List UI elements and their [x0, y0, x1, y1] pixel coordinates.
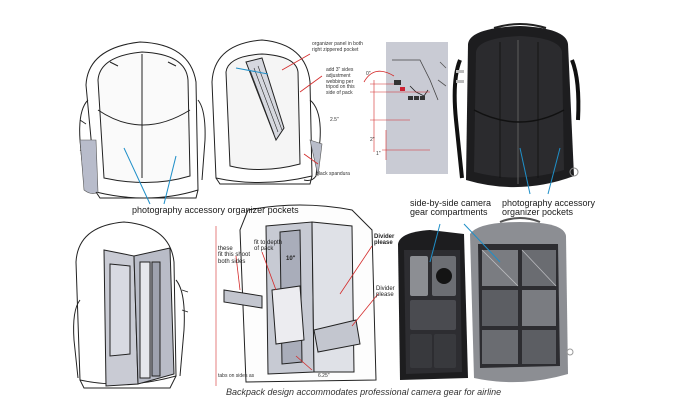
sketch-backpack-fully-open	[73, 221, 189, 389]
dim-0: 0"	[366, 71, 371, 77]
note-tabs: tabs on sides as	[218, 373, 255, 379]
sketch-divider-cutaway	[215, 204, 377, 386]
photo-open-camera-bag	[398, 217, 574, 383]
photo-black-backpack	[452, 23, 581, 188]
blue-leader-lines	[123, 67, 561, 263]
sketch-backpack-front	[79, 41, 206, 199]
note-add-sides: add 3" sides adjustment webbing per trip…	[326, 67, 355, 96]
note-divider-right: Divider please	[376, 286, 395, 299]
label-accessory-pockets-right: photography accessory organizer pockets	[502, 198, 596, 218]
dim-1: 1"	[376, 151, 381, 157]
red-leader-lines	[235, 53, 395, 371]
note-fit-depth: fit to depth of pack	[254, 240, 283, 253]
technical-drawing-panel	[370, 42, 448, 174]
note-these-fit: these fit this shoot both sides	[218, 246, 251, 265]
note-divider-left: Divider please	[374, 234, 395, 247]
sketch-backpack-open-panel	[211, 39, 323, 185]
dim-10: 10"	[286, 256, 296, 262]
label-side-by-side: side-by-side camera gear compartments	[410, 198, 492, 218]
label-black-spandura: black spandura	[316, 171, 350, 177]
dim-2: 2"	[370, 137, 375, 143]
dim-6-25: 6.25"	[318, 373, 330, 379]
figure-caption: Backpack design accommodates professiona…	[226, 387, 502, 397]
dim-2-5: 2.5"	[330, 117, 339, 123]
note-organizer-panel: organizer panel in both right zippered p…	[312, 41, 363, 53]
label-accessory-pockets-left: photography accessory organizer pockets	[132, 205, 299, 215]
